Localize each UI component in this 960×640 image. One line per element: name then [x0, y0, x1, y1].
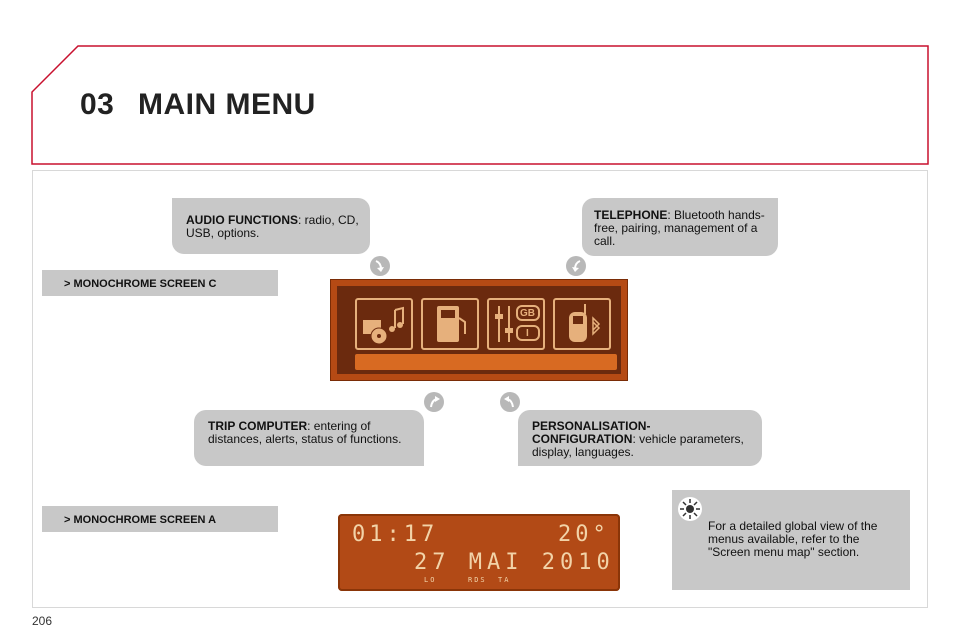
telephone-menu-icon	[553, 298, 611, 350]
telephone-text: : Bluetooth hands-free, pairing, managem…	[594, 208, 765, 248]
trip-computer-menu-icon	[421, 298, 479, 350]
arrow-personalisation-icon	[500, 392, 520, 412]
page-title: MAIN MENU	[138, 88, 316, 121]
audio-functions-heading: AUDIO FUNCTIONS	[186, 213, 298, 227]
audio-functions-callout: AUDIO FUNCTIONS: radio, CD, USB, options…	[172, 198, 370, 254]
date-readout: 27 MAI 2010	[414, 550, 615, 575]
monochrome-screen-c: GB I	[330, 279, 628, 381]
telephone-callout: TELEPHONE: Bluetooth hands-free, pairing…	[582, 198, 778, 256]
arrow-telephone-icon	[566, 256, 586, 276]
personalisation-menu-icon: GB I	[487, 298, 545, 350]
content-frame	[32, 170, 928, 608]
arrow-trip-icon	[424, 392, 444, 412]
monochrome-screen-c-label: > MONOCHROME SCREEN C	[42, 270, 278, 296]
audio-functions-text: : radio, CD, USB, options.	[186, 213, 359, 240]
personalisation-text: : vehicle parameters, display, languages…	[532, 432, 744, 459]
trip-computer-callout: TRIP COMPUTER: entering of distances, al…	[194, 410, 424, 466]
audio-menu-icon	[355, 298, 413, 350]
telephone-heading: TELEPHONE	[594, 208, 668, 222]
note-box: For a detailed global view of the menus …	[672, 490, 910, 590]
personalisation-callout: PERSONALISATION-CONFIGURATION: vehicle p…	[518, 410, 762, 466]
chapter-number: 03	[80, 88, 115, 121]
monochrome-screen-a-label: > MONOCHROME SCREEN A	[42, 506, 278, 532]
trip-computer-text: : entering of distances, alerts, status …	[208, 419, 402, 446]
arrow-audio-icon	[370, 256, 390, 276]
ta-indicator: TA	[498, 576, 511, 584]
rds-indicator: RDS	[468, 576, 487, 584]
clock-readout: 01:17	[352, 522, 439, 547]
menu-selection-bar	[355, 354, 617, 370]
lo-indicator: LO	[424, 576, 437, 584]
language-gb-label: GB	[520, 308, 535, 319]
language-i-label: I	[526, 328, 529, 339]
screen-c-display: GB I	[337, 286, 621, 374]
page-number: 206	[32, 614, 53, 628]
monochrome-screen-a: 01:17 20° 27 MAI 2010 LO RDS TA	[338, 514, 620, 591]
personalisation-heading: PERSONALISATION-CONFIGURATION	[532, 419, 651, 446]
temperature-readout: 20°	[558, 522, 610, 547]
sun-tip-icon	[678, 497, 702, 521]
header-frame	[31, 45, 929, 165]
note-text: For a detailed global view of the menus …	[708, 519, 878, 559]
trip-computer-heading: TRIP COMPUTER	[208, 419, 308, 433]
